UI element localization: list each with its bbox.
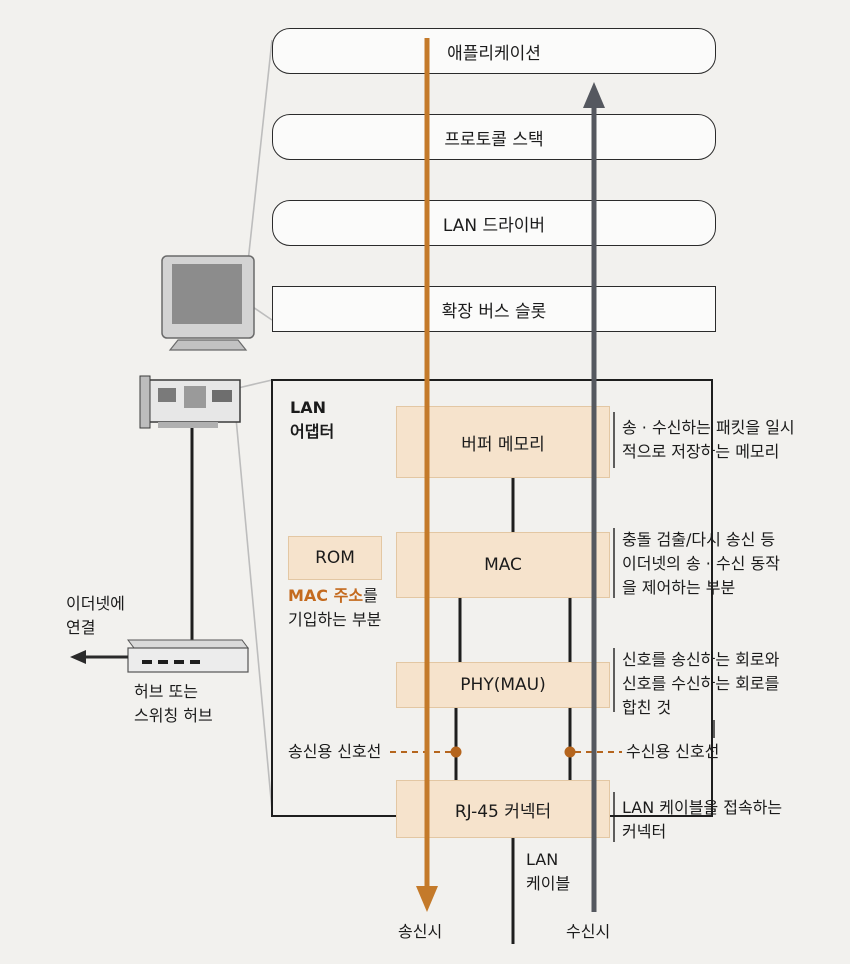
phy-box: PHY(MAU) bbox=[396, 662, 610, 708]
mac-desc-line3: 을 제어하는 부분 bbox=[622, 578, 736, 597]
expansion-slot-label: 확장 버스 슬롯 bbox=[441, 301, 547, 322]
phy-desc-line2: 신호를 수신하는 회로를 bbox=[622, 674, 780, 693]
cable-label-line2: 케이블 bbox=[526, 874, 571, 893]
rom-label: ROM bbox=[315, 548, 355, 568]
card-guide-top bbox=[237, 379, 273, 389]
buffer-memory-box: 버퍼 메모리 bbox=[396, 406, 610, 478]
rx-signal-label: 수신용 신호선 bbox=[626, 742, 720, 761]
protocol-stack-label: 프로토콜 스택 bbox=[444, 129, 544, 150]
hub-connect-line2: 연결 bbox=[66, 618, 96, 637]
tx-signal-label: 송신용 신호선 bbox=[288, 742, 382, 761]
hub-label-line1: 허브 또는 bbox=[134, 682, 198, 701]
phy-desc-line1: 신호를 송신하는 회로와 bbox=[622, 650, 780, 669]
adapter-title-line2: 어댑터 bbox=[290, 422, 335, 441]
mac-desc-line1: 충돌 검출/다시 송신 등 bbox=[622, 530, 776, 549]
lan-driver-label: LAN 드라이버 bbox=[442, 215, 546, 236]
rj45-box: RJ-45 커넥터 bbox=[396, 780, 610, 838]
rj45-desc-line1: LAN 케이블을 접속하는 bbox=[622, 798, 783, 817]
rx-signal-dot bbox=[564, 746, 576, 758]
phy-label: PHY(MAU) bbox=[460, 675, 546, 695]
adapter-title-line1: LAN bbox=[290, 398, 326, 417]
mac-label: MAC bbox=[484, 555, 522, 575]
lan-driver-layer: LAN 드라이버 bbox=[272, 200, 716, 246]
tx-signal-dot bbox=[450, 746, 462, 758]
rj45-desc-line2: 커넥터 bbox=[622, 822, 667, 841]
mac-desc-line2: 이더넷의 송 · 수신 동작 bbox=[622, 554, 780, 573]
buffer-desc-line2: 적으로 저장하는 메모리 bbox=[622, 442, 780, 461]
application-layer: 애플리케이션 bbox=[272, 28, 716, 74]
protocol-stack-layer: 프로토콜 스택 bbox=[272, 114, 716, 160]
phy-desc-line3: 합친 것 bbox=[622, 698, 672, 717]
monitor-guide-top bbox=[247, 39, 273, 263]
network-card-icon bbox=[139, 375, 241, 429]
hub-connect-line1: 이더넷에 bbox=[66, 594, 125, 613]
rom-box: ROM bbox=[288, 536, 382, 580]
rom-note-line1: MAC 주소를 bbox=[288, 584, 378, 608]
mac-box: MAC bbox=[396, 532, 610, 598]
mac-address-highlight: MAC 주소 bbox=[288, 586, 364, 605]
hub-label-line2: 스위칭 허브 bbox=[134, 706, 213, 725]
receive-label: 수신시 bbox=[566, 922, 611, 941]
send-label: 송신시 bbox=[398, 922, 443, 941]
hub-ethernet-arrow bbox=[70, 650, 86, 664]
buffer-memory-label: 버퍼 메모리 bbox=[461, 434, 545, 455]
rom-note-suffix: 를 bbox=[363, 586, 378, 605]
computer-monitor-icon bbox=[161, 255, 255, 351]
cable-label-line1: LAN bbox=[526, 850, 559, 869]
rj45-label: RJ-45 커넥터 bbox=[454, 801, 552, 822]
application-label: 애플리케이션 bbox=[447, 43, 541, 64]
buffer-desc-line1: 송 · 수신하는 패킷을 일시 bbox=[622, 418, 795, 437]
rom-note-line2: 기입하는 부분 bbox=[288, 610, 382, 629]
expansion-slot-layer: 확장 버스 슬롯 bbox=[272, 286, 716, 332]
card-guide-bottom bbox=[235, 417, 273, 811]
hub-icon bbox=[127, 639, 249, 673]
